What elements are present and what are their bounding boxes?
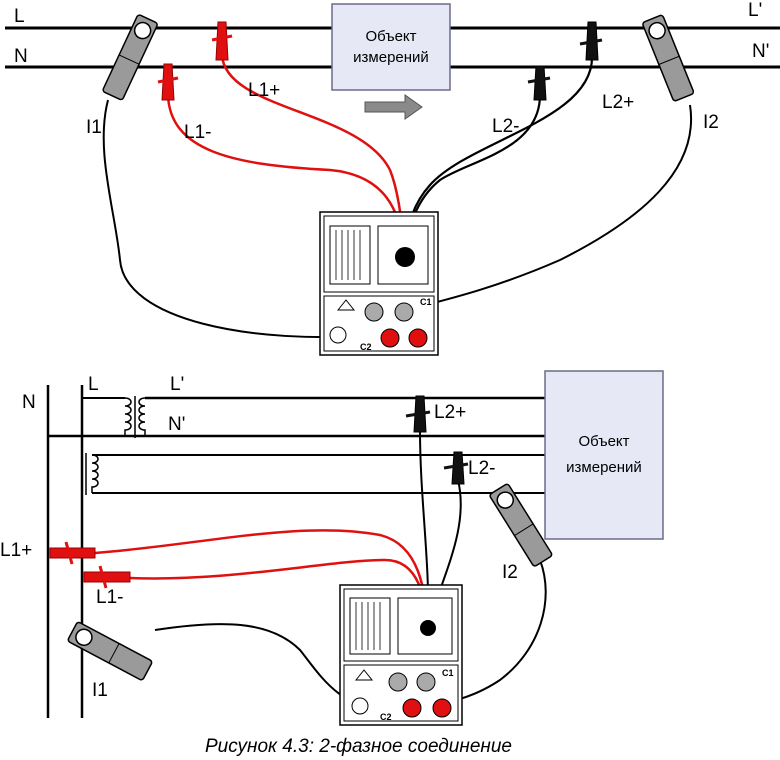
object-box-2 <box>544 370 664 540</box>
figure-caption: Рисунок 4.3: 2-фазное соединение <box>205 736 512 757</box>
line-N-out-label: N' <box>752 41 769 62</box>
label2-I2: I2 <box>502 562 518 583</box>
label2-L1-plus: L1+ <box>0 540 32 561</box>
probe-L1-plus <box>211 21 233 61</box>
probe-L1-minus <box>157 63 179 101</box>
transformer-coil-1 <box>124 396 146 438</box>
probe2-L1-minus <box>83 565 131 589</box>
label-I2: I2 <box>703 112 719 133</box>
label2-I1: I1 <box>92 680 108 701</box>
instrument-2-main-socket <box>420 620 436 636</box>
port-C2-label-2: C2 <box>380 712 392 722</box>
label-L1-plus: L1+ <box>248 80 280 101</box>
transformer-coil-2 <box>85 453 99 495</box>
label-L2-plus: L2+ <box>602 92 634 113</box>
probe2-L2-plus <box>405 395 431 433</box>
probe-L2-plus <box>579 21 603 61</box>
diagram-2: N L L' N' Объект измерений <box>0 370 664 726</box>
object-box <box>331 3 451 91</box>
instrument-1-main-socket <box>395 247 415 267</box>
object-2-text-2: измерений <box>566 459 642 476</box>
object-text-1: Объект <box>365 28 416 45</box>
instrument-1: C1 C2 <box>319 211 439 356</box>
tx-L-out-label: L' <box>170 374 184 395</box>
object-2-text-1: Объект <box>578 433 629 450</box>
line-L-label: L <box>14 6 25 27</box>
clamp2-I2 <box>489 483 553 567</box>
port-C2-label-1: C2 <box>360 342 372 352</box>
tx-L-label: L <box>88 374 99 395</box>
line-N-label: N <box>14 46 28 67</box>
diagram-1: L N L' N' Объект измерений L1+ L1- <box>5 0 780 356</box>
tx-N-out-label: N' <box>168 414 185 435</box>
lead-I2 <box>399 104 693 313</box>
label2-L2-minus: L2- <box>468 458 495 479</box>
probe2-L1-plus <box>49 541 96 565</box>
label-I1: I1 <box>86 117 102 138</box>
instrument-2: C1 C2 <box>339 584 463 726</box>
port-C1-label-1: C1 <box>420 297 432 307</box>
bus-N-label: N <box>22 392 36 413</box>
clamp-I1 <box>102 14 158 101</box>
lead-I1 <box>102 99 381 339</box>
object-text-2: измерений <box>353 49 429 66</box>
port-C1-label-2: C1 <box>442 668 454 678</box>
clamp2-I1 <box>67 621 153 681</box>
probe-L2-minus <box>527 65 551 101</box>
probe2-L2-minus <box>443 451 469 485</box>
line-L-out-label: L' <box>748 0 762 21</box>
label-L1-minus: L1- <box>184 122 211 143</box>
label2-L2-plus: L2+ <box>434 402 466 423</box>
label2-L1-minus: L1- <box>96 587 123 608</box>
label-L2-minus: L2- <box>492 116 519 137</box>
direction-arrow <box>364 94 423 120</box>
lead2-L1-plus <box>94 529 430 629</box>
clamp-I2 <box>642 14 695 102</box>
